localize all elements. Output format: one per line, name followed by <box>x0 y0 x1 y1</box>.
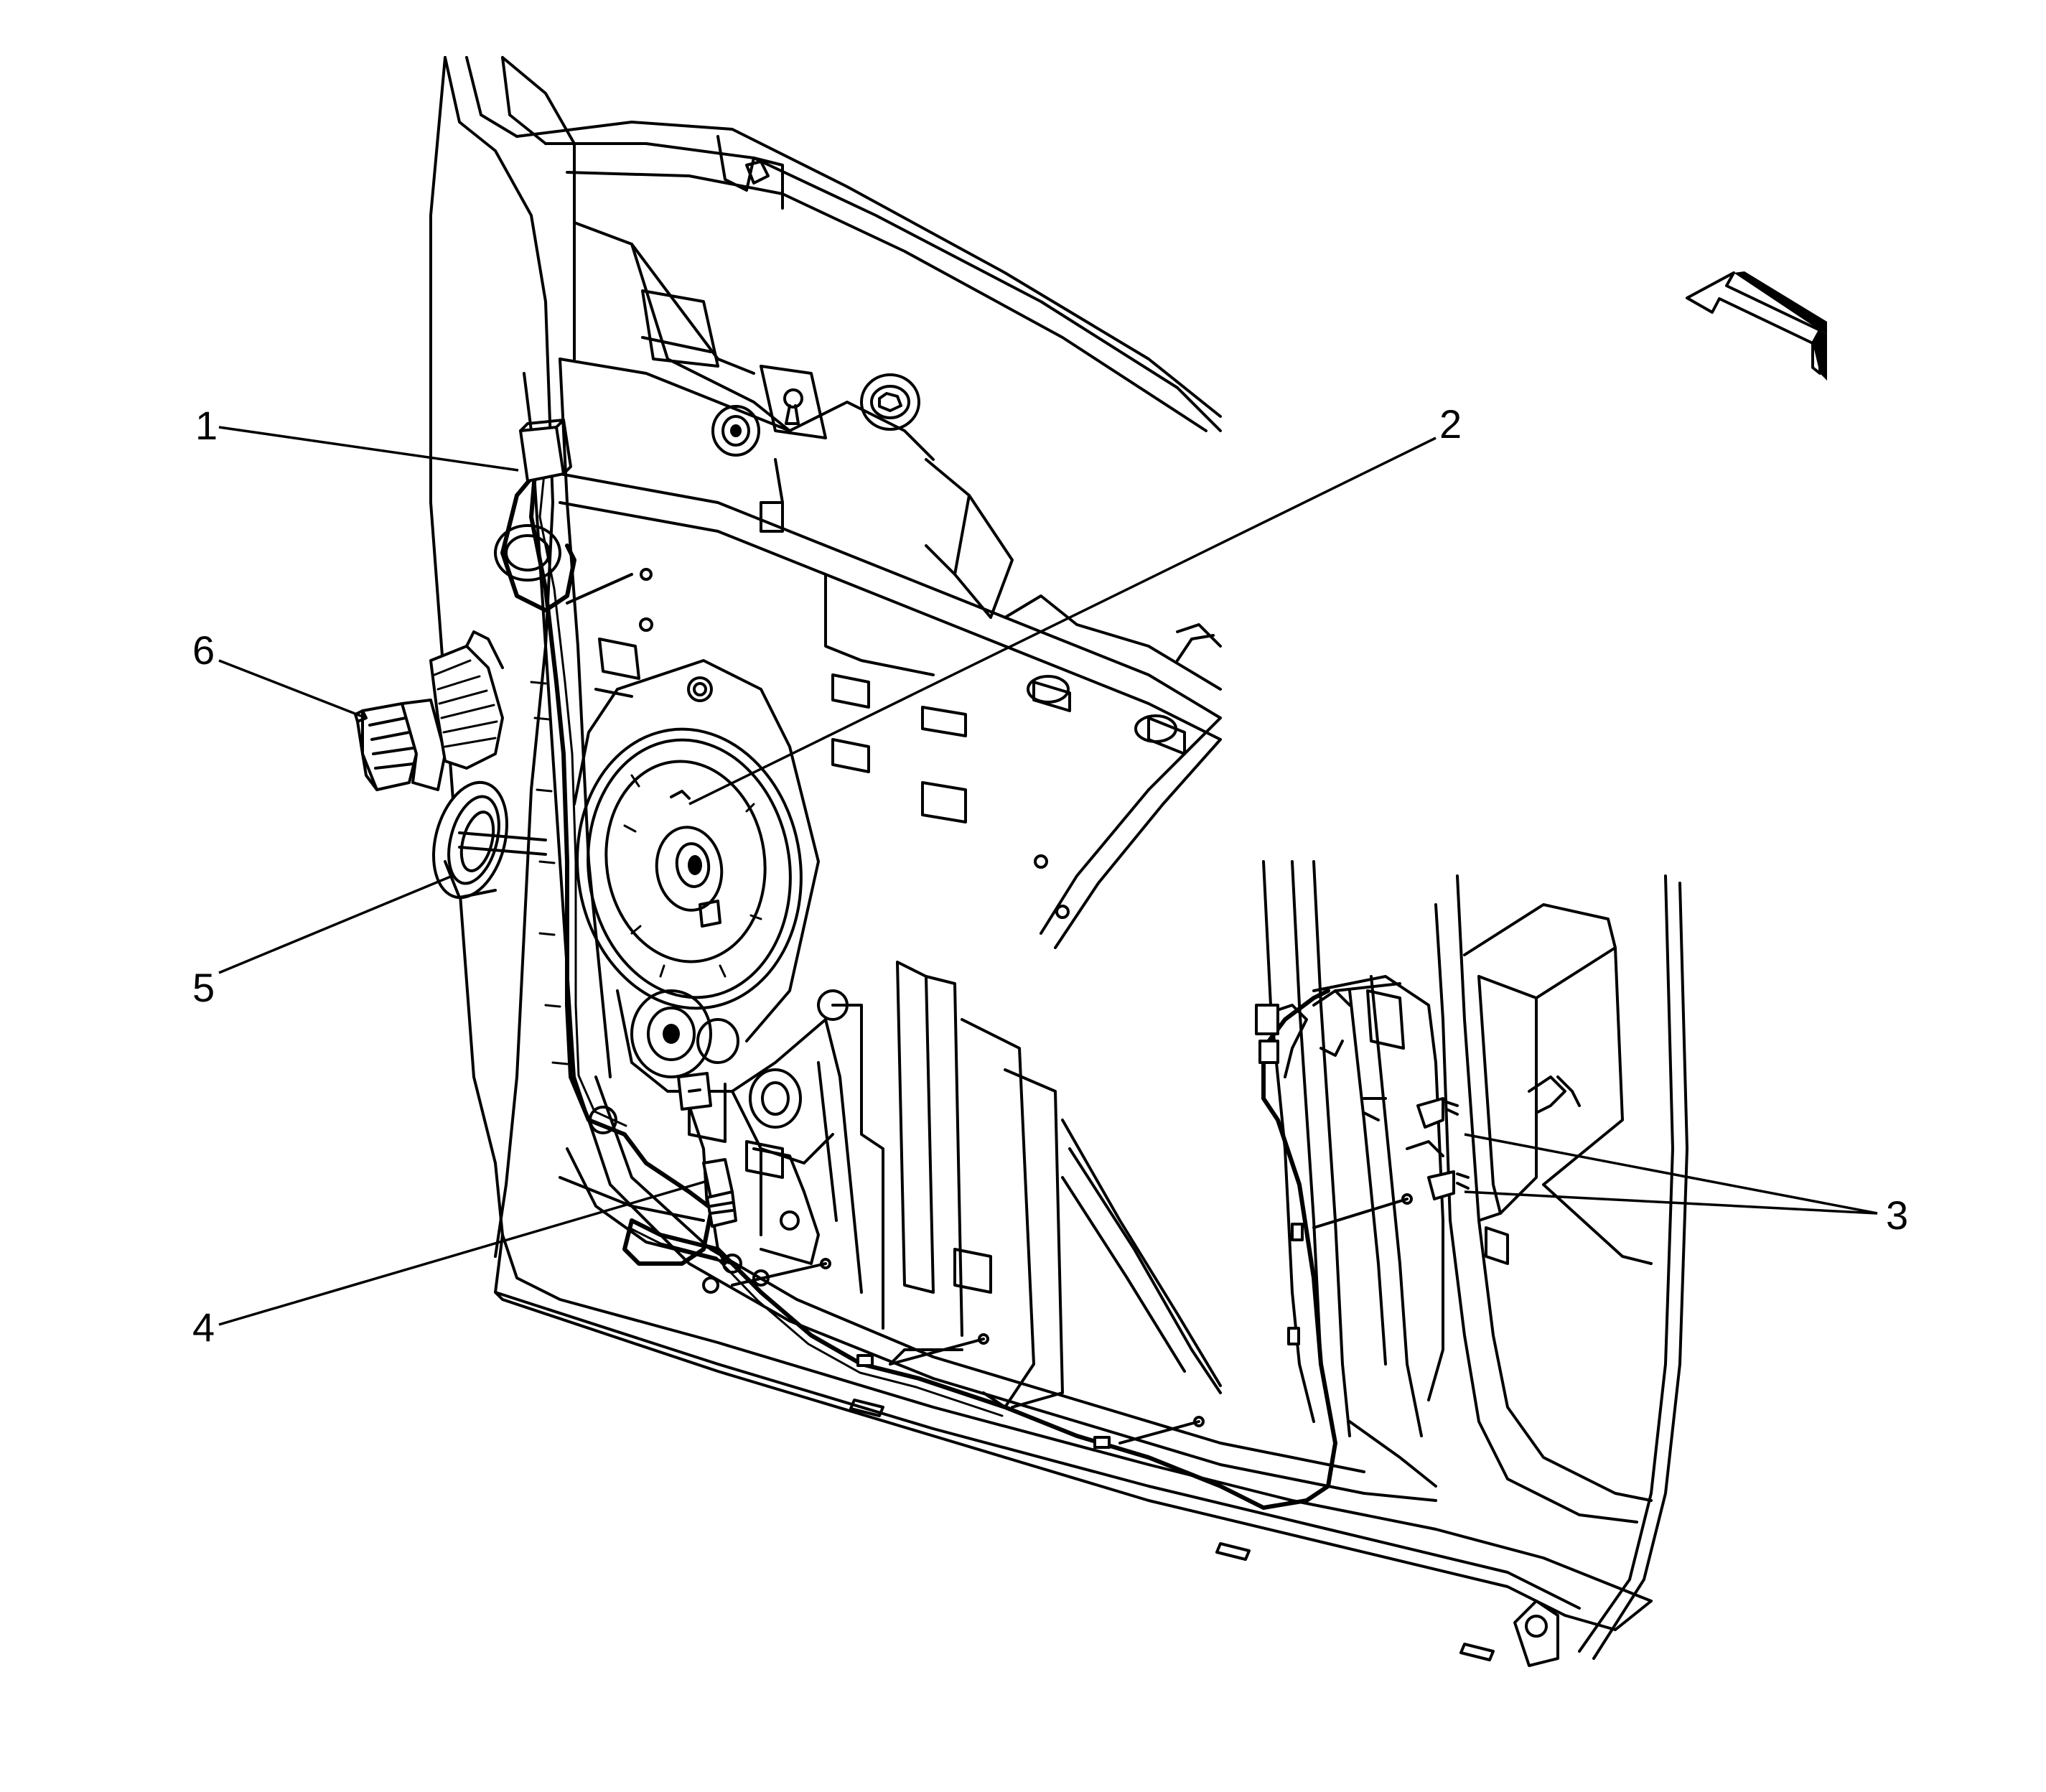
door-bottom <box>494 1075 1653 1667</box>
callout-2: 2 <box>1439 401 1462 447</box>
door-frame <box>429 56 1222 1258</box>
callout-3: 3 <box>1886 1193 1908 1238</box>
grommet-5 <box>432 780 547 900</box>
leader-lines <box>218 426 1878 1326</box>
wiring-harness <box>494 472 1470 1510</box>
callout-5: 5 <box>192 965 215 1010</box>
connector-6 <box>354 630 504 791</box>
connector-4 <box>677 1072 737 1265</box>
leader-4 <box>218 1180 708 1326</box>
window-regulator <box>589 961 1222 1409</box>
leader-6 <box>218 659 367 719</box>
callout-6: 6 <box>192 627 215 673</box>
leader-5 <box>218 874 453 974</box>
leader-3b <box>1464 1190 1878 1215</box>
leader-1 <box>218 426 519 472</box>
door-right-edge <box>1262 860 1688 1660</box>
inner-panel <box>559 221 1222 949</box>
leader-3a <box>1464 1133 1878 1215</box>
callout-labels: 1 2 3 4 5 6 <box>192 401 1908 1350</box>
view-direction-arrow-icon <box>1686 271 1827 381</box>
callout-4: 4 <box>192 1305 215 1350</box>
speaker <box>573 659 820 1042</box>
callout-1: 1 <box>195 403 218 448</box>
connector-1 <box>519 419 572 482</box>
leader-2 <box>688 437 1437 806</box>
